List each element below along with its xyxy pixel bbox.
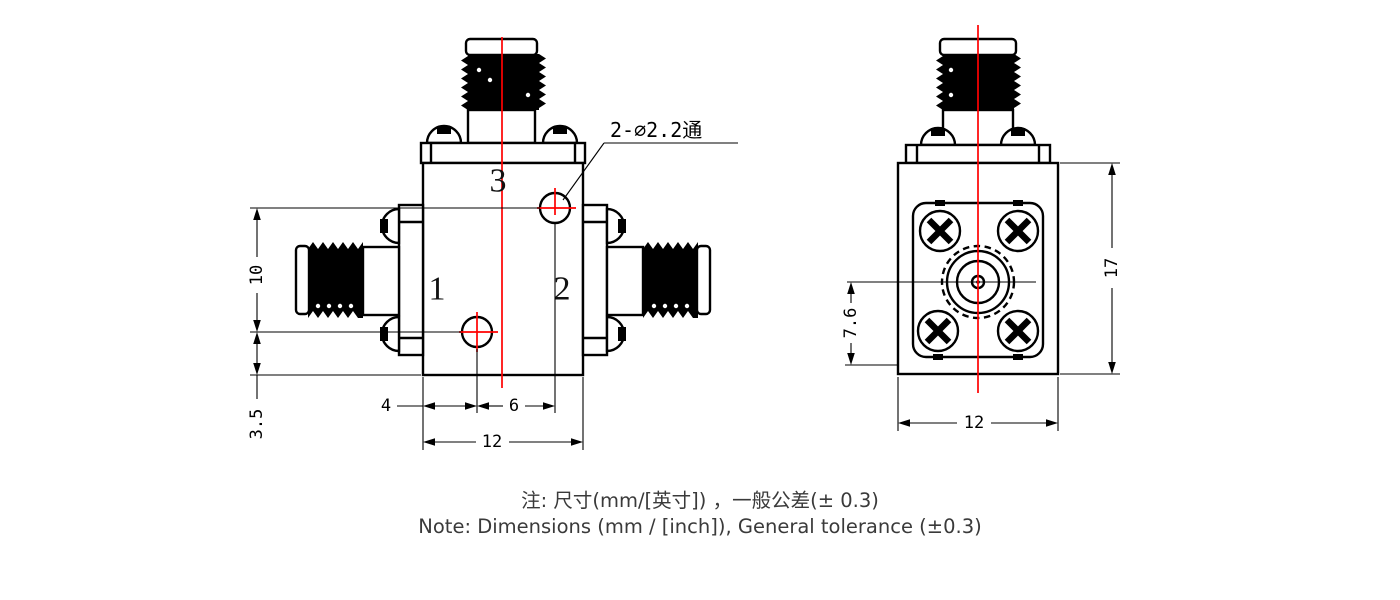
dim-10: 10 [247, 208, 267, 332]
thread-highlight [948, 92, 954, 98]
hole-callout: 2-⌀2.2通 [562, 118, 738, 201]
front-sma-connector-right [581, 203, 712, 357]
dim-12-front: 12 [423, 432, 583, 452]
screw-bottom-left [916, 309, 960, 360]
port-label-1: 1 [429, 271, 446, 308]
dim-text-17: 17 [1102, 258, 1122, 278]
lug-slot [553, 126, 567, 134]
front-sma-connector-left [294, 203, 425, 357]
lug-slot [380, 219, 388, 233]
sma-cap [294, 244, 311, 316]
dim-text-7-6: 7.6 [841, 308, 861, 339]
front-dimensions: 10 3.5 4 [247, 207, 584, 452]
dim-text-4: 4 [381, 396, 391, 416]
thread-highlight [525, 92, 531, 98]
thread-highlight [673, 303, 679, 309]
sma-threads [643, 242, 698, 318]
note-line-zh: 注: 尺寸(mm/[英寸]) ，一般公差(± 0.3) [521, 489, 879, 512]
thread-highlight [662, 303, 668, 309]
port-label-2: 2 [554, 271, 571, 308]
sma-threads [308, 242, 363, 318]
port-label-3: 3 [490, 163, 507, 200]
screw-bottom-right [996, 309, 1040, 360]
dim-text-12-side: 12 [964, 413, 984, 433]
side-dimensions: 7.6 17 12 [841, 162, 1122, 433]
dim-4: 4 [381, 396, 477, 416]
thread-highlight [487, 77, 493, 83]
sma-neck [605, 245, 645, 317]
dim-text-6: 6 [509, 396, 519, 416]
dim-text-12-front: 12 [482, 432, 502, 452]
thread-highlight [315, 303, 321, 309]
side-view: 7.6 17 12 [841, 25, 1122, 433]
thread-highlight [684, 303, 690, 309]
lug-slot [380, 327, 388, 341]
front-centerlines [459, 37, 576, 388]
lug-slot [931, 128, 945, 136]
front-top-flange [419, 141, 587, 165]
screw-top-right [996, 200, 1040, 253]
dim-6: 6 [477, 396, 555, 416]
dim-7-6: 7.6 [841, 282, 861, 365]
dim-17: 17 [1102, 163, 1122, 374]
thread-highlight [651, 303, 657, 309]
thread-highlight [337, 303, 343, 309]
thread-highlight [326, 303, 332, 309]
flange-plate [419, 141, 587, 165]
thread-highlight [348, 303, 354, 309]
dim-text-3-5: 3.5 [247, 409, 267, 440]
sma-neck [361, 245, 401, 317]
front-view: 3 1 2 2-⌀2.2通 10 [247, 37, 738, 452]
lug-slot [437, 126, 451, 134]
screw-top-left [918, 200, 962, 253]
thread-highlight [948, 67, 954, 73]
sma-threads [461, 54, 546, 110]
note-line-en: Note: Dimensions (mm / [inch]), General … [418, 515, 982, 538]
dim-3-5: 3.5 [247, 332, 267, 439]
lug-slot [1011, 128, 1025, 136]
sma-cap [695, 244, 712, 316]
dim-12-side: 12 [898, 413, 1058, 433]
flange-plate [581, 203, 609, 357]
leader-line [562, 142, 605, 201]
lug-slot [618, 327, 626, 341]
hole-callout-text: 2-⌀2.2通 [610, 118, 702, 142]
dim-text-10: 10 [247, 265, 267, 285]
lug-slot [618, 219, 626, 233]
drawing-notes: 注: 尺寸(mm/[英寸]) ，一般公差(± 0.3) Note: Dimens… [0, 488, 1400, 540]
thread-highlight [476, 67, 482, 73]
